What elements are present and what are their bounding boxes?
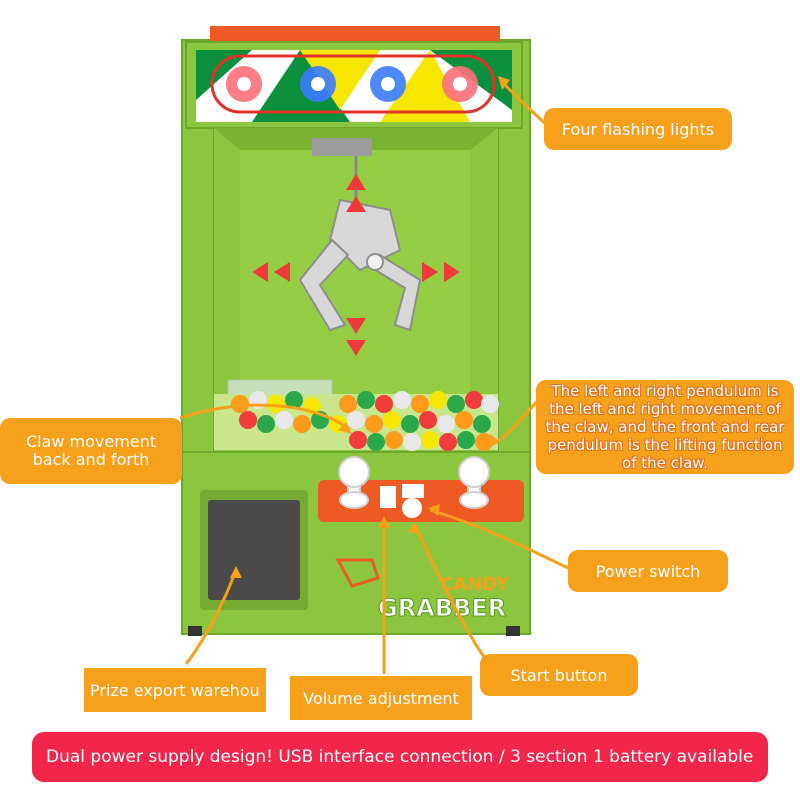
callout-volume-adjustment: Volume adjustment	[290, 676, 472, 720]
candy-balls	[214, 379, 499, 451]
callout-arrowheads	[230, 76, 510, 578]
prize-arrow	[184, 569, 238, 665]
callout-start-button: Start button	[480, 654, 638, 696]
power-arrow	[429, 508, 569, 570]
callout-four-flashing-lights: Four flashing lights	[544, 108, 732, 150]
promo-banner: Dual power supply design! USB interface …	[32, 732, 768, 782]
claw-arrow	[179, 403, 351, 432]
callout-claw-movement: Claw movement back and forth	[0, 418, 182, 484]
callout-pendulum: The left and right pendulum is the left …	[536, 380, 794, 474]
callout-pendulum-text: The left and right pendulum is the left …	[545, 382, 785, 472]
brand-logo: CANDY GRABBER	[335, 558, 510, 623]
light-bar	[185, 26, 523, 129]
start-arrow	[413, 524, 490, 663]
joysticks	[338, 456, 490, 509]
flashing-lights	[226, 66, 478, 102]
brand-bottom-text: GRABBER	[378, 594, 506, 622]
callout-prize-export: Prize export warehou	[84, 668, 266, 712]
direction-arrows	[252, 174, 460, 356]
promo-banner-text: Dual power supply design! USB interface …	[46, 747, 754, 767]
callout-power-switch: Power switch	[568, 550, 728, 592]
brand-top-text: CANDY	[440, 574, 510, 595]
claw	[298, 156, 422, 332]
